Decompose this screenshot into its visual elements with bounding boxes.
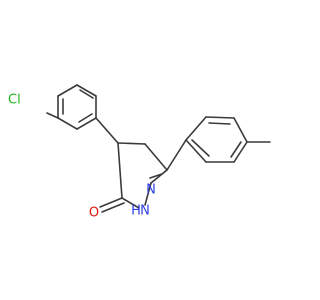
chlorine-label: Cl (8, 93, 21, 108)
double-bond-inner (79, 89, 94, 99)
bond (117, 142, 123, 199)
carbonyl-bond (99, 197, 123, 208)
bond (76, 84, 97, 97)
bond (205, 116, 235, 119)
double-bond-inner (191, 139, 210, 157)
bond (117, 142, 146, 145)
bond (144, 182, 152, 206)
bond (150, 169, 168, 184)
bond (185, 116, 207, 141)
pyridazinone-ring (117, 142, 168, 209)
bond (233, 141, 248, 163)
bond (233, 117, 248, 143)
bond (76, 117, 97, 130)
chlorophenyl-ring (57, 84, 97, 130)
bond (57, 84, 78, 97)
bond (144, 143, 168, 171)
double-bond-inner (208, 122, 231, 125)
tolyl-ring (185, 116, 248, 163)
amide-nitrogen-label: N (140, 204, 150, 219)
double-bond-inner (230, 141, 242, 158)
chlorine-bond (46, 112, 59, 119)
double-bond-inner (78, 113, 93, 123)
amide-hydrogen-label: H (131, 204, 141, 219)
bond (95, 117, 119, 144)
nitrogen-label: N (146, 183, 156, 198)
bond (185, 139, 207, 163)
molecule-structure: Cl N N H O (8, 84, 271, 221)
bond (121, 197, 140, 209)
double-bond-inner (149, 173, 163, 179)
bond (57, 117, 78, 130)
carbonyl-bond-second (101, 202, 125, 213)
oxygen-label: O (89, 206, 99, 221)
bond (166, 139, 187, 171)
